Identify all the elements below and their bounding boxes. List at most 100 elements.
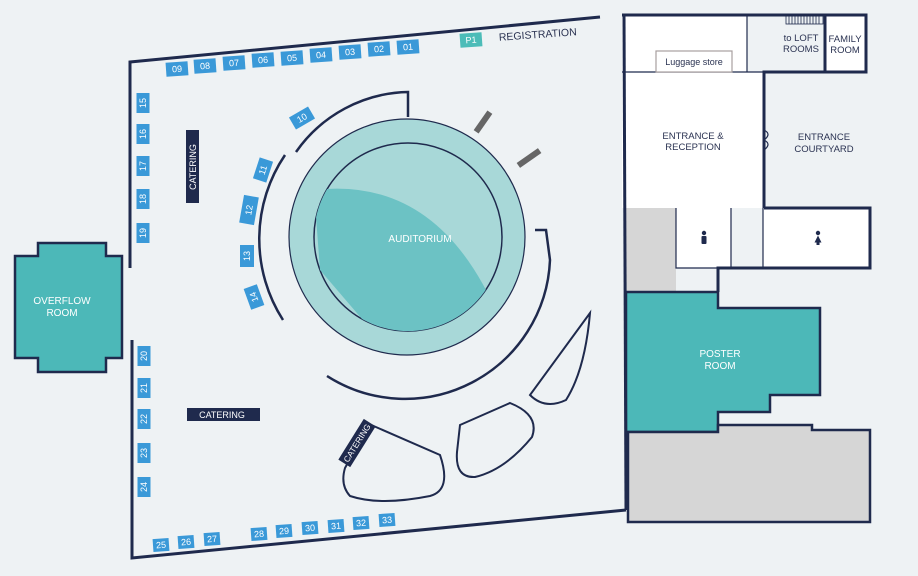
booth-24[interactable]: 24 [137, 477, 151, 497]
booth-box [137, 409, 151, 429]
toilet-divider [675, 208, 732, 269]
booth-13[interactable]: 13 [240, 245, 254, 267]
booth-box [136, 223, 150, 243]
catering-station: CATERING [187, 408, 260, 421]
booth-05[interactable]: 05 [280, 50, 304, 66]
stairs-icon [785, 15, 824, 25]
booth-box [152, 537, 170, 553]
booth-box [396, 39, 420, 55]
booth-08[interactable]: 08 [193, 58, 217, 74]
arc-wall-bottom [326, 228, 552, 401]
entrance-reception[interactable] [622, 72, 764, 208]
seating-pod [455, 401, 535, 479]
booth-label: 32 [356, 518, 367, 529]
booth-18[interactable]: 18 [136, 189, 150, 209]
booth-16[interactable]: 16 [136, 124, 150, 144]
booth-label: 31 [331, 521, 342, 532]
booth-02[interactable]: 02 [367, 41, 391, 57]
booth-20[interactable]: 20 [137, 346, 151, 366]
booth-box [252, 157, 274, 183]
booth-32[interactable]: 32 [352, 515, 370, 531]
booth-22[interactable]: 22 [137, 409, 151, 429]
booth-label: 01 [403, 42, 414, 53]
booth-label: 15 [138, 98, 148, 108]
catering-station: CATERING [186, 130, 199, 203]
booth-label: 05 [287, 53, 298, 64]
svg-text:P1: P1 [465, 35, 477, 46]
booth-box [137, 346, 151, 366]
booth-label: 18 [138, 194, 148, 204]
booth-box [240, 245, 254, 267]
booth-box [301, 520, 319, 536]
auditorium-label: AUDITORIUM [388, 234, 451, 245]
svg-text:CATERING: CATERING [199, 410, 245, 420]
booth-label: 09 [172, 64, 183, 75]
booth-15[interactable]: 15 [136, 93, 150, 113]
booth-box [177, 534, 195, 550]
booth-box [250, 526, 268, 542]
booth-19[interactable]: 19 [136, 223, 150, 243]
entrance-label-2: RECEPTION [665, 142, 721, 153]
booth-box [136, 124, 150, 144]
booth-label: 07 [229, 58, 240, 69]
booth-box [203, 531, 221, 547]
booth-box [193, 58, 217, 74]
booth-07[interactable]: 07 [222, 55, 246, 71]
booth-28[interactable]: 28 [250, 526, 268, 542]
booth-label: 12 [243, 204, 255, 216]
booth-box [367, 41, 391, 57]
hall-wall-top [128, 15, 601, 268]
courtyard-label: ENTRANCE [798, 132, 850, 143]
luggage-store [655, 50, 733, 73]
booth-25[interactable]: 25 [152, 537, 170, 553]
booth-label: 04 [316, 50, 327, 61]
booth-10[interactable]: 10 [288, 106, 316, 130]
booth-03[interactable]: 03 [338, 44, 362, 60]
poster-room-label-2: ROOM [704, 361, 735, 372]
booth-label: 21 [139, 383, 149, 393]
svg-text:CATERING: CATERING [188, 144, 198, 190]
family-room-label: FAMILY [828, 34, 862, 45]
booth-box [309, 47, 333, 63]
right-wall-top [622, 13, 868, 208]
hall-wall-right [622, 14, 628, 511]
booth-label: 28 [254, 529, 265, 540]
arc-wall-top [294, 90, 410, 153]
booth-29[interactable]: 29 [275, 523, 293, 539]
booth-14[interactable]: 14 [243, 284, 265, 310]
registration-label: REGISTRATION [498, 26, 577, 43]
overflow-room[interactable] [13, 241, 124, 374]
booth-box [239, 194, 259, 226]
booth-06[interactable]: 06 [251, 52, 275, 68]
booth-box [275, 523, 293, 539]
toilet-corridor [731, 208, 763, 268]
booth-box [137, 477, 151, 497]
booth-21[interactable]: 21 [137, 378, 151, 398]
booth-11[interactable]: 11 [252, 157, 274, 183]
booth-box [136, 189, 150, 209]
overflow-room-label: OVERFLOW [33, 296, 91, 307]
booth-23[interactable]: 23 [137, 443, 151, 463]
booth-27[interactable]: 27 [203, 531, 221, 547]
booth-01[interactable]: 01 [396, 39, 420, 55]
booth-label: 19 [138, 228, 148, 238]
booth-box [327, 518, 345, 534]
booth-layer: 01 02 03 04 05 06 07 08 09 10 11 12 13 14 15 16 17 18 19 20… [136, 39, 420, 553]
booth-label: 08 [200, 61, 211, 72]
partner-booth[interactable]: P1 [459, 32, 483, 48]
booth-09[interactable]: 09 [165, 61, 189, 77]
booth-31[interactable]: 31 [327, 518, 345, 534]
booth-30[interactable]: 30 [301, 520, 319, 536]
booth-26[interactable]: 26 [177, 534, 195, 550]
booth-17[interactable]: 17 [136, 156, 150, 176]
booth-04[interactable]: 04 [309, 47, 333, 63]
booth-box [136, 93, 150, 113]
poster-room-label: POSTER [699, 349, 740, 360]
booth-label: 24 [139, 482, 149, 492]
seating-pod [342, 422, 446, 502]
booth-label: 03 [345, 47, 356, 58]
booth-12[interactable]: 12 [239, 194, 259, 226]
booth-33[interactable]: 33 [378, 512, 396, 528]
entrance-label: ENTRANCE & [662, 131, 724, 142]
